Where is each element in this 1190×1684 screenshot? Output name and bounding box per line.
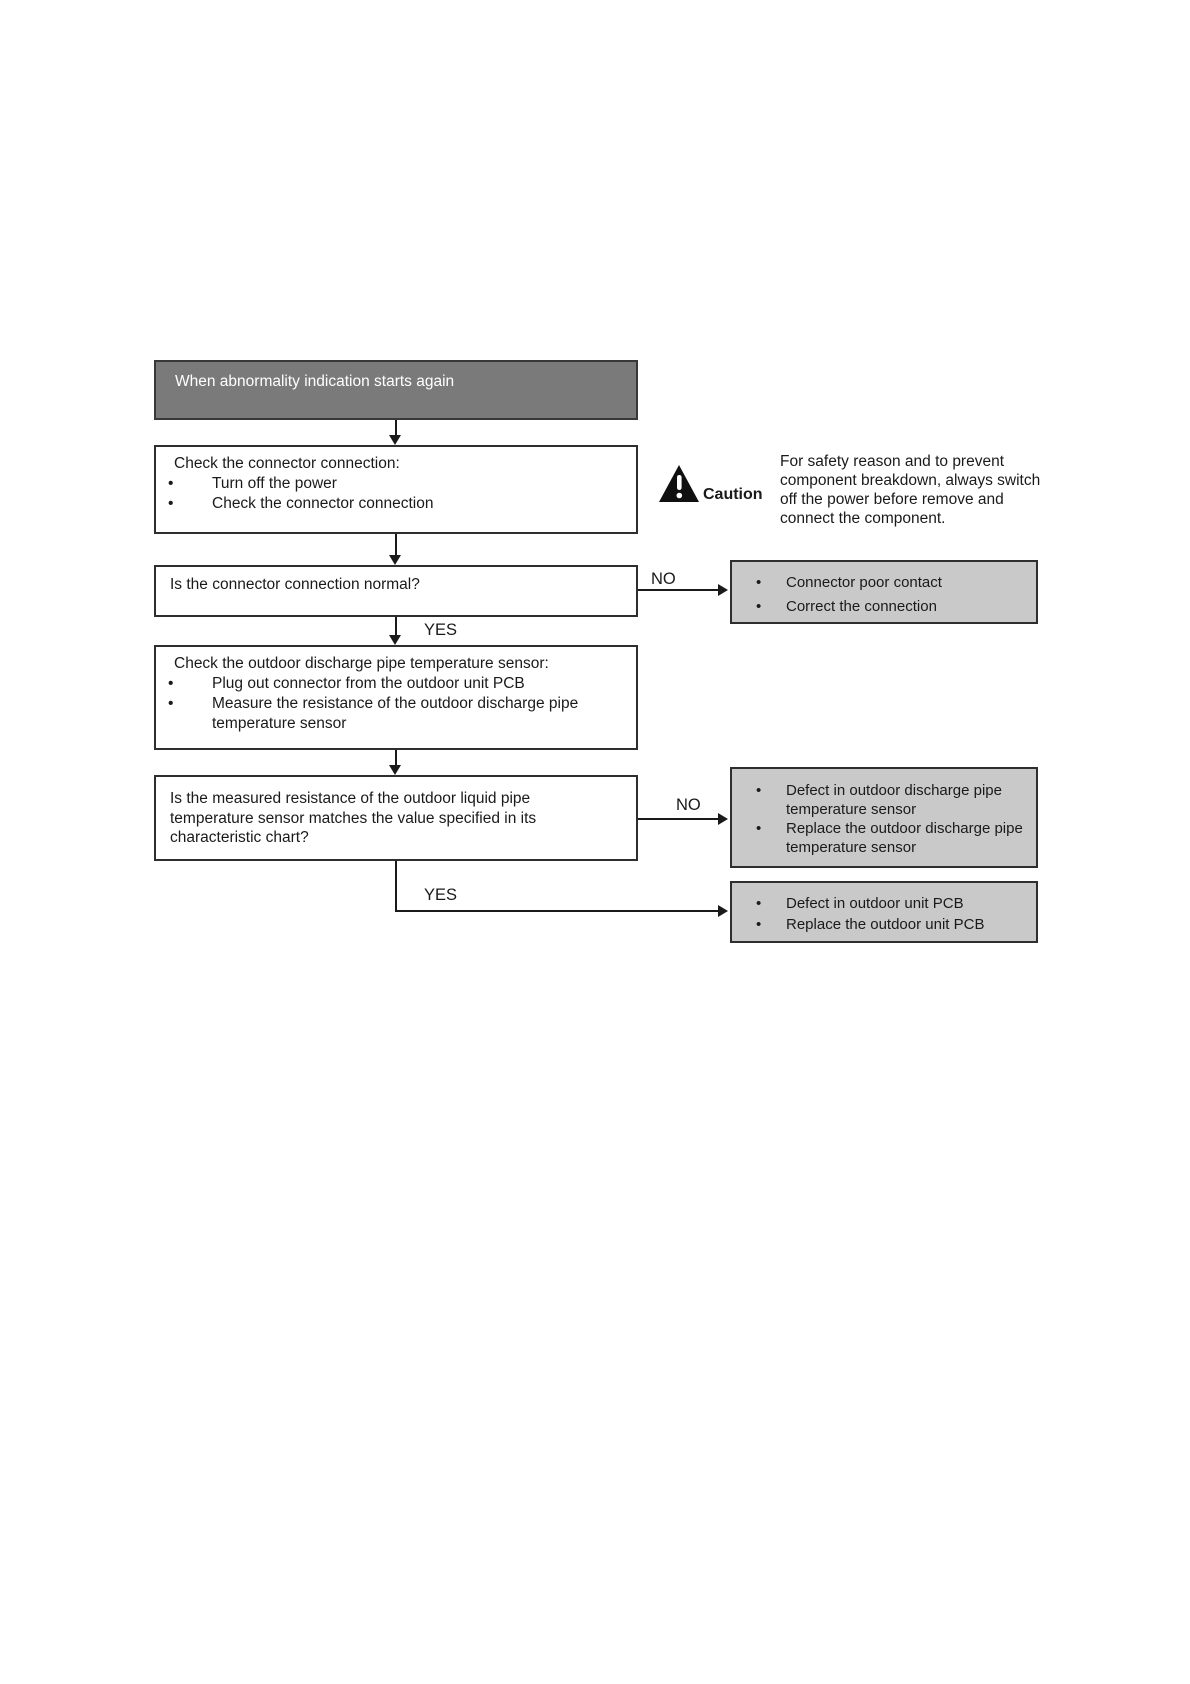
question-resistance-box: Is the measured resistance of the outdoo… bbox=[154, 775, 638, 861]
bullet-icon: • bbox=[756, 895, 762, 912]
connector-line bbox=[638, 818, 720, 820]
check-sensor-title: Check the outdoor discharge pipe tempera… bbox=[174, 655, 549, 672]
bullet-icon: • bbox=[756, 782, 762, 799]
question-connector-box: Is the connector connection normal? bbox=[154, 565, 638, 617]
arrow-right-icon bbox=[718, 905, 728, 917]
branch-label-yes: YES bbox=[424, 621, 458, 639]
bullet-icon: • bbox=[168, 695, 174, 712]
bullet-icon: • bbox=[756, 820, 762, 837]
list-item: • Connector poor contact bbox=[754, 571, 1032, 595]
list-item: • Measure the resistance of the outdoor … bbox=[166, 694, 628, 734]
bullet-icon: • bbox=[756, 598, 762, 615]
result-sensor-box: • Defect in outdoor discharge pipe tempe… bbox=[730, 767, 1038, 868]
caution-text-line: For safety reason and to prevent bbox=[780, 453, 1005, 470]
connector-line bbox=[395, 420, 397, 437]
connector-line bbox=[395, 750, 397, 767]
result-connector-box: • Connector poor contact • Correct the c… bbox=[730, 560, 1038, 624]
connector-line bbox=[638, 589, 720, 591]
bullet-text: Turn off the power bbox=[212, 475, 337, 492]
question-connector-text: Is the connector connection normal? bbox=[170, 576, 420, 593]
bullet-text: Defect in outdoor discharge pipe tempera… bbox=[786, 782, 1002, 818]
connector-line bbox=[395, 861, 397, 912]
branch-label-no: NO bbox=[676, 796, 701, 814]
connector-line bbox=[395, 910, 720, 912]
caution-text-line: component breakdown, always switch bbox=[780, 472, 1041, 489]
list-item: • Defect in outdoor unit PCB bbox=[754, 893, 1032, 914]
result-pcb-box: • Defect in outdoor unit PCB • Replace t… bbox=[730, 881, 1038, 943]
list-item: • Replace the outdoor unit PCB bbox=[754, 914, 1032, 935]
caution-icon bbox=[659, 465, 699, 502]
bullet-text: Replace the outdoor unit PCB bbox=[786, 916, 985, 933]
list-item: • Turn off the power bbox=[166, 474, 628, 494]
list-item: • Defect in outdoor discharge pipe tempe… bbox=[754, 781, 1032, 819]
list-item: • Correct the connection bbox=[754, 595, 1032, 619]
start-box: When abnormality indication starts again bbox=[154, 360, 638, 420]
bullet-text: Defect in outdoor unit PCB bbox=[786, 895, 964, 912]
bullet-icon: • bbox=[168, 675, 174, 692]
branch-label-yes: YES bbox=[424, 886, 458, 904]
arrow-down-icon bbox=[389, 765, 401, 775]
check-connector-title: Check the connector connection: bbox=[174, 455, 400, 472]
start-box-label: When abnormality indication starts again bbox=[175, 373, 455, 390]
bullet-icon: • bbox=[168, 495, 174, 512]
bullet-text: Correct the connection bbox=[786, 598, 937, 615]
caution-label: Caution bbox=[703, 486, 763, 503]
caution-text-line: connect the component. bbox=[780, 510, 946, 527]
arrow-down-icon bbox=[389, 635, 401, 645]
bullet-text: Replace the outdoor discharge pipe tempe… bbox=[786, 820, 1023, 856]
list-item: • Check the connector connection bbox=[166, 494, 628, 514]
bullet-text: Connector poor contact bbox=[786, 574, 942, 591]
check-sensor-box: Check the outdoor discharge pipe tempera… bbox=[154, 645, 638, 750]
question-resistance-text: Is the measured resistance of the outdoo… bbox=[170, 790, 537, 846]
check-connector-box: Check the connector connection: • Turn o… bbox=[154, 445, 638, 534]
bullet-icon: • bbox=[756, 574, 762, 591]
bullet-text: Measure the resistance of the outdoor di… bbox=[212, 695, 579, 732]
arrow-right-icon bbox=[718, 584, 728, 596]
list-item: • Replace the outdoor discharge pipe tem… bbox=[754, 819, 1032, 857]
connector-line bbox=[395, 534, 397, 556]
arrow-right-icon bbox=[718, 813, 728, 825]
connector-line bbox=[395, 617, 397, 637]
arrow-down-icon bbox=[389, 555, 401, 565]
list-item: • Plug out connector from the outdoor un… bbox=[166, 674, 628, 694]
bullet-icon: • bbox=[756, 916, 762, 933]
bullet-text: Plug out connector from the outdoor unit… bbox=[212, 675, 525, 692]
branch-label-no: NO bbox=[651, 570, 676, 588]
bullet-text: Check the connector connection bbox=[212, 495, 434, 512]
bullet-icon: • bbox=[168, 475, 174, 492]
arrow-down-icon bbox=[389, 435, 401, 445]
caution-text-line: off the power before remove and bbox=[780, 491, 1004, 508]
caution-text: For safety reason and to prevent compone… bbox=[780, 452, 1100, 528]
